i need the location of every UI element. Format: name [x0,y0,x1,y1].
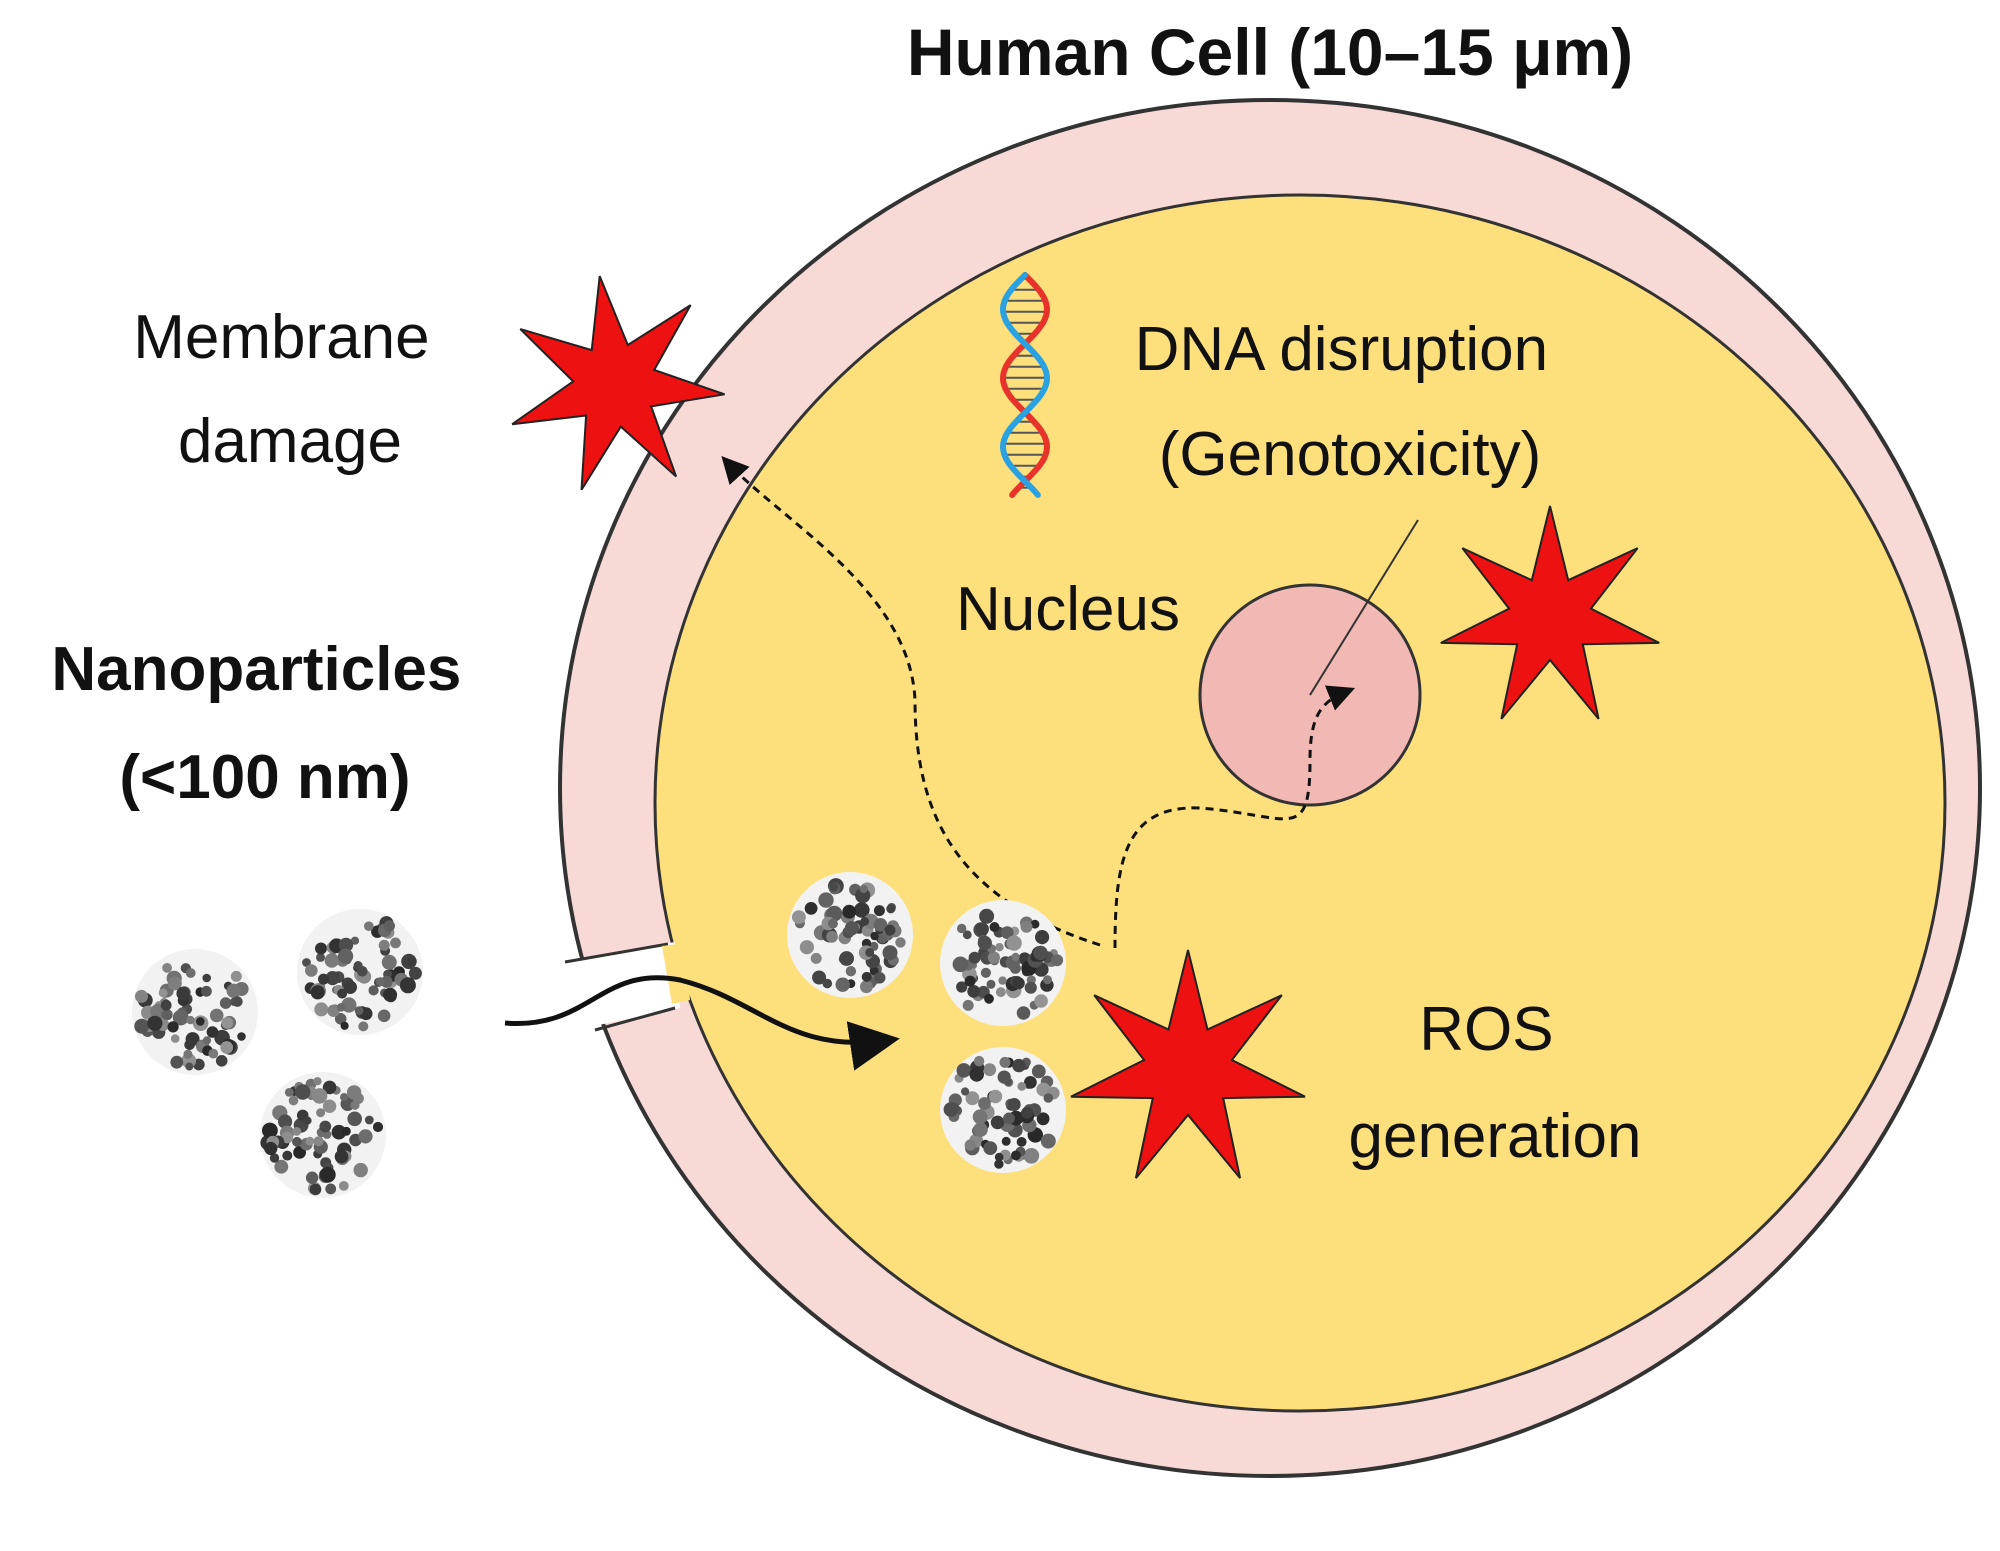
nucleus-label: Nucleus [956,575,1180,644]
nanoparticle-cluster-icon [787,872,913,998]
membrane-gap-edge-top [564,942,669,964]
dna-pointer-line [1309,519,1419,696]
membrane-damage-pathway-arrow [721,456,1101,947]
membrane-gap-edge-bottom [594,1006,676,1032]
red-star-burst-icon [1440,505,1660,720]
ros-generation-label-line1: ROS [1419,995,1553,1064]
membrane-damage-label: Membrane damage [133,303,447,476]
nanoparticles-label-line1: Nanoparticles [51,635,461,704]
membrane-gap-fill [662,943,690,1004]
ros-generation-label-line2: generation [1348,1102,1641,1171]
nanoparticle-cluster-icon [297,909,423,1035]
membrane-damage-label-line2: damage [178,407,402,476]
dna-helix-icon [999,272,1051,498]
dna-disruption-label: DNA disruption (Genotoxicity) [1135,315,1566,489]
red-star-burst-icon [1070,949,1306,1179]
nanoparticles-label: Nanoparticles (<100 nm) [51,635,478,812]
nanoparticles-label-line2: (<100 nm) [119,743,410,812]
nanoparticle-cluster-icon [940,900,1066,1026]
nanoparticle-cluster-icon [132,949,258,1075]
dna-disruption-label-line2: (Genotoxicity) [1159,420,1541,489]
membrane-damage-label-line1: Membrane [133,303,429,372]
entry-arrow [504,975,900,1071]
nanoparticle-cluster-icon [940,1047,1066,1173]
diagram-title: Human Cell (10–15 μm) [907,15,1633,89]
ros-generation-label: ROS generation [1348,995,1641,1171]
nucleus-pathway-arrow [1113,685,1356,949]
dna-disruption-label-line1: DNA disruption [1135,315,1549,384]
red-star-burst-icon [511,275,725,491]
nanoparticle-cluster-icon [260,1072,386,1198]
